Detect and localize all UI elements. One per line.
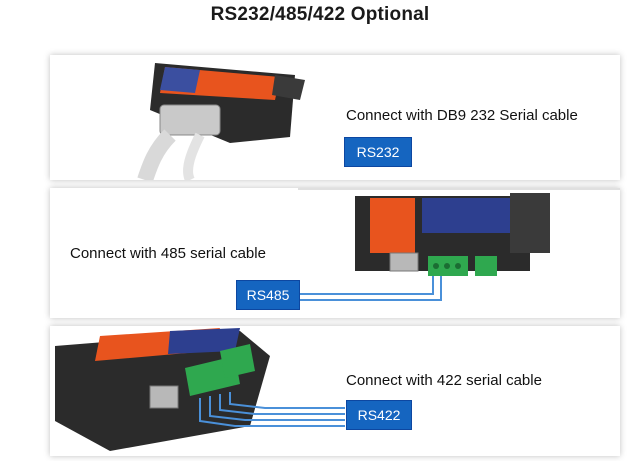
page-title: RS232/485/422 Optional	[210, 4, 430, 25]
rs422-badge: RS422	[346, 400, 412, 430]
rs232-device-photo	[137, 63, 305, 180]
rs485-device-photo	[298, 188, 620, 301]
rs232-panel: Connect with DB9 232 Serial cable RS232	[50, 55, 620, 180]
rs422-caption: Connect with 422 serial cable	[346, 372, 542, 389]
rs485-badge: RS485	[236, 280, 300, 310]
rs232-badge: RS232	[344, 137, 412, 167]
rs485-caption: Connect with 485 serial cable	[70, 245, 266, 262]
rs422-device-photo	[55, 328, 345, 451]
rs232-caption: Connect with DB9 232 Serial cable	[346, 107, 578, 124]
rs485-panel: Connect with 485 serial cable RS485	[50, 188, 620, 318]
rs422-panel: Connect with 422 serial cable RS422	[50, 326, 620, 456]
